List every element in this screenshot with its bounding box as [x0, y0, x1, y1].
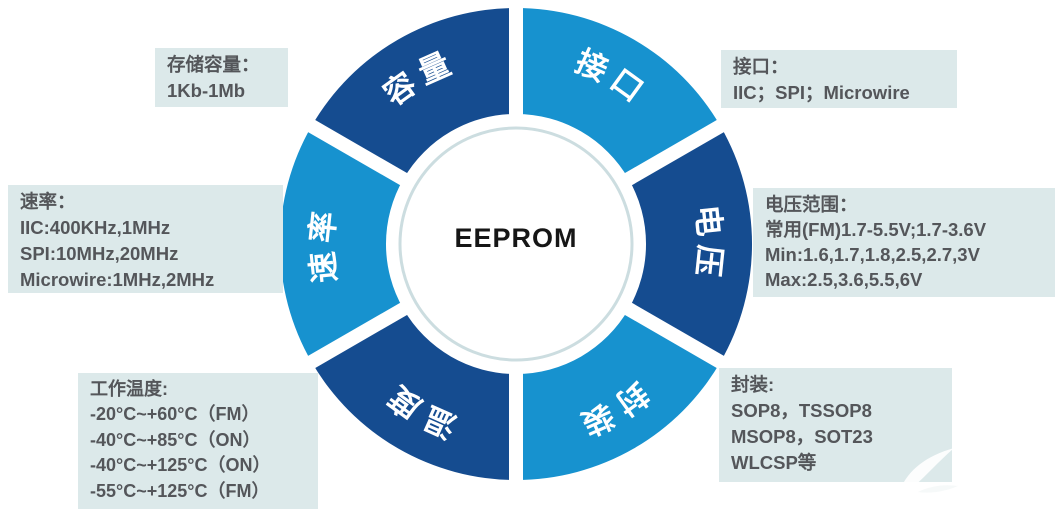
callout-line: IIC；SPI；Microwire	[733, 82, 910, 103]
callout-title: 电压范围：	[765, 194, 858, 215]
inner-ring	[398, 126, 634, 362]
callout-title: 存储容量：	[167, 54, 260, 75]
segment-speed	[279, 126, 404, 362]
segment-voltage	[628, 126, 753, 362]
callout-line: Microwire:1MHz,2MHz	[20, 269, 215, 290]
callout-title: 接口：	[733, 56, 789, 77]
callout-speed: 速率： IIC:400KHz,1MHz SPI:10MHz,20MHz Micr…	[8, 185, 283, 293]
callout-line: -40°C~+125°C（ON）	[90, 455, 271, 476]
center-label: EEPROM	[454, 223, 577, 253]
segment-temperature	[311, 309, 516, 480]
callout-line: -40°C~+85°C（ON）	[90, 429, 261, 450]
callout-title: 工作温度:	[90, 379, 168, 399]
callout-line: Max:2.5,3.6,5.5,6V	[765, 269, 923, 290]
segment-interface	[516, 7, 721, 179]
callout-line: 常用(FM)1.7-5.5V;1.7-3.6V	[765, 219, 987, 240]
segment-package	[516, 309, 721, 480]
callout-line: MSOP8，SOT23	[731, 426, 873, 447]
callout-title: 速率：	[20, 191, 76, 212]
callout-line: -20°C~+60°C（FM）	[90, 404, 260, 425]
callout-voltage: 电压范围： 常用(FM)1.7-5.5V;1.7-3.6V Min:1.6,1.…	[753, 188, 1055, 297]
callout-capacity: 存储容量： 1Kb-1Mb	[155, 48, 288, 107]
segment-capacity	[311, 7, 516, 180]
callout-line: SPI:10MHz,20MHz	[20, 243, 179, 264]
callout-line: SOP8，TSSOP8	[731, 400, 872, 421]
callout-temperature: 工作温度: -20°C~+60°C（FM） -40°C~+85°C（ON） -4…	[78, 373, 318, 509]
callout-line: WLCSP等	[731, 452, 817, 473]
callout-line: 1Kb-1Mb	[167, 80, 246, 101]
callout-line: Min:1.6,1.7,1.8,2.5,2.7,3V	[765, 244, 980, 265]
callout-interface: 接口： IIC；SPI；Microwire	[721, 50, 957, 108]
callout-line: IIC:400KHz,1MHz	[20, 217, 171, 238]
callout-package: 封装: SOP8，TSSOP8 MSOP8，SOT23 WLCSP等	[719, 368, 952, 482]
callout-title: 封装:	[731, 374, 775, 395]
leaf-icon	[900, 448, 958, 493]
callout-line: -55°C~+125°C（FM）	[90, 480, 270, 501]
